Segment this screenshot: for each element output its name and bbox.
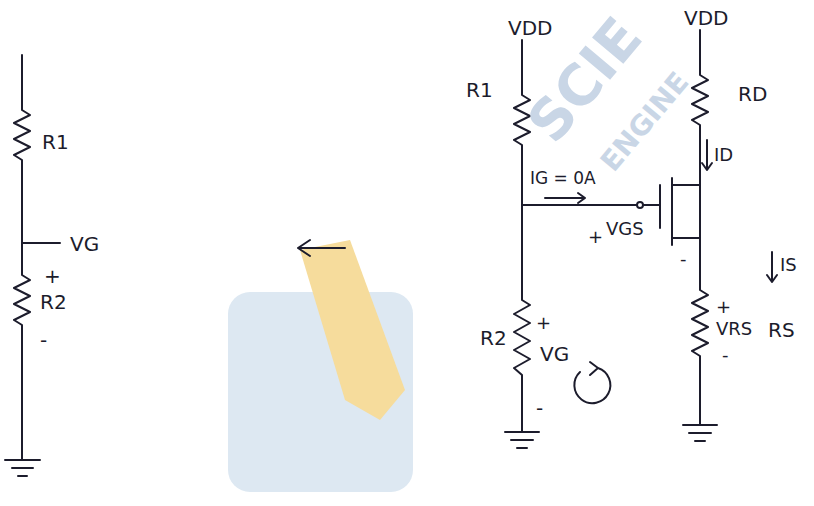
circuit-label: VDD [508, 18, 552, 38]
wire [22, 242, 60, 244]
circuit-label: IG = 0A [530, 170, 596, 187]
circuit-label: - [722, 346, 729, 364]
circuit-label: R1 [42, 132, 69, 152]
current-arrow [545, 193, 585, 203]
circuit-label: RD [738, 84, 767, 104]
gate-plate [659, 185, 661, 228]
current-arrow [767, 252, 777, 282]
wire [14, 55, 30, 460]
resistor-divider [514, 40, 530, 432]
circuit-label: VG [540, 344, 569, 364]
circuit-label: R2 [480, 328, 507, 348]
circuit-label: - [680, 250, 687, 268]
circuit-label: + [588, 228, 603, 246]
circuit-label: + [536, 314, 551, 332]
circuit-label: VGS [606, 220, 644, 238]
circuit-label: VRS [716, 320, 752, 338]
circuit-label: - [40, 330, 47, 350]
circuit-label: R1 [466, 80, 493, 100]
arrow [298, 240, 345, 256]
gate-wire [522, 204, 660, 206]
circuit-label: R2 [40, 292, 67, 312]
ground-symbol [505, 432, 539, 448]
mosfet-leads [672, 185, 700, 238]
circuit-label: - [536, 398, 543, 418]
channel [671, 178, 673, 245]
circuit-label: + [716, 298, 731, 316]
watermark-pencil [300, 240, 405, 420]
current-arrow [702, 140, 712, 170]
circuit-label: IS [780, 256, 797, 274]
loop-arrow [574, 362, 610, 403]
circuit-label: VDD [684, 8, 728, 28]
terminal [637, 202, 643, 208]
circuit-label: RS [768, 320, 795, 340]
circuit-label: + [44, 266, 61, 286]
ground-symbol [5, 460, 40, 476]
drain-source-wire [692, 30, 708, 425]
circuit-label: ID [714, 146, 733, 164]
circuit-label: VG [70, 234, 99, 254]
ground-symbol [683, 425, 717, 441]
